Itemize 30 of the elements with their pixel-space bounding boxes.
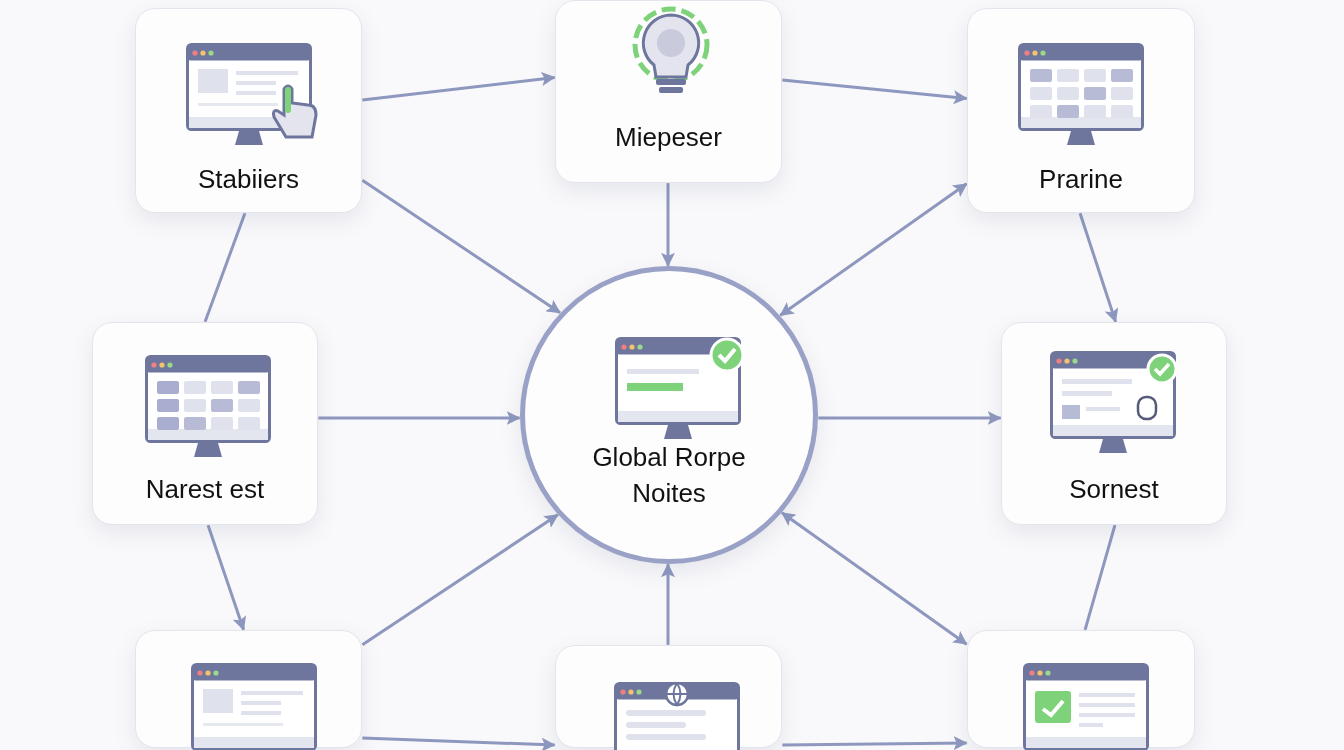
- arrow: [318, 411, 521, 425]
- connector-line: [203, 212, 247, 323]
- arrow: [661, 183, 675, 267]
- arrow: [661, 563, 675, 645]
- icon-card: [555, 645, 782, 748]
- node-label: Stabiiers: [196, 163, 301, 196]
- process-card: [555, 0, 782, 183]
- node-label: Global Rorpe Noites: [591, 441, 747, 510]
- node-label: Miepeser: [614, 121, 723, 154]
- arrow: [818, 411, 1002, 425]
- process-card: [92, 322, 318, 525]
- connector-line: [1083, 524, 1117, 631]
- arrow: [362, 72, 556, 102]
- arrow: [1078, 212, 1119, 323]
- node-label: Narest est: [144, 473, 266, 506]
- node-label: Sornest: [1068, 473, 1160, 506]
- arrow: [206, 524, 247, 631]
- arrow: [361, 179, 561, 314]
- arrow: [361, 513, 559, 646]
- arrow: [782, 736, 968, 750]
- icon-card: [967, 630, 1195, 748]
- process-card: [135, 8, 362, 213]
- node-label: Prarine: [1038, 163, 1124, 196]
- arrow: [782, 78, 968, 105]
- process-card: [1001, 322, 1227, 525]
- arrow: [362, 736, 556, 750]
- process-card: [967, 8, 1195, 213]
- arrow: [779, 182, 968, 317]
- arrow: [781, 511, 968, 646]
- icon-card: [135, 630, 362, 748]
